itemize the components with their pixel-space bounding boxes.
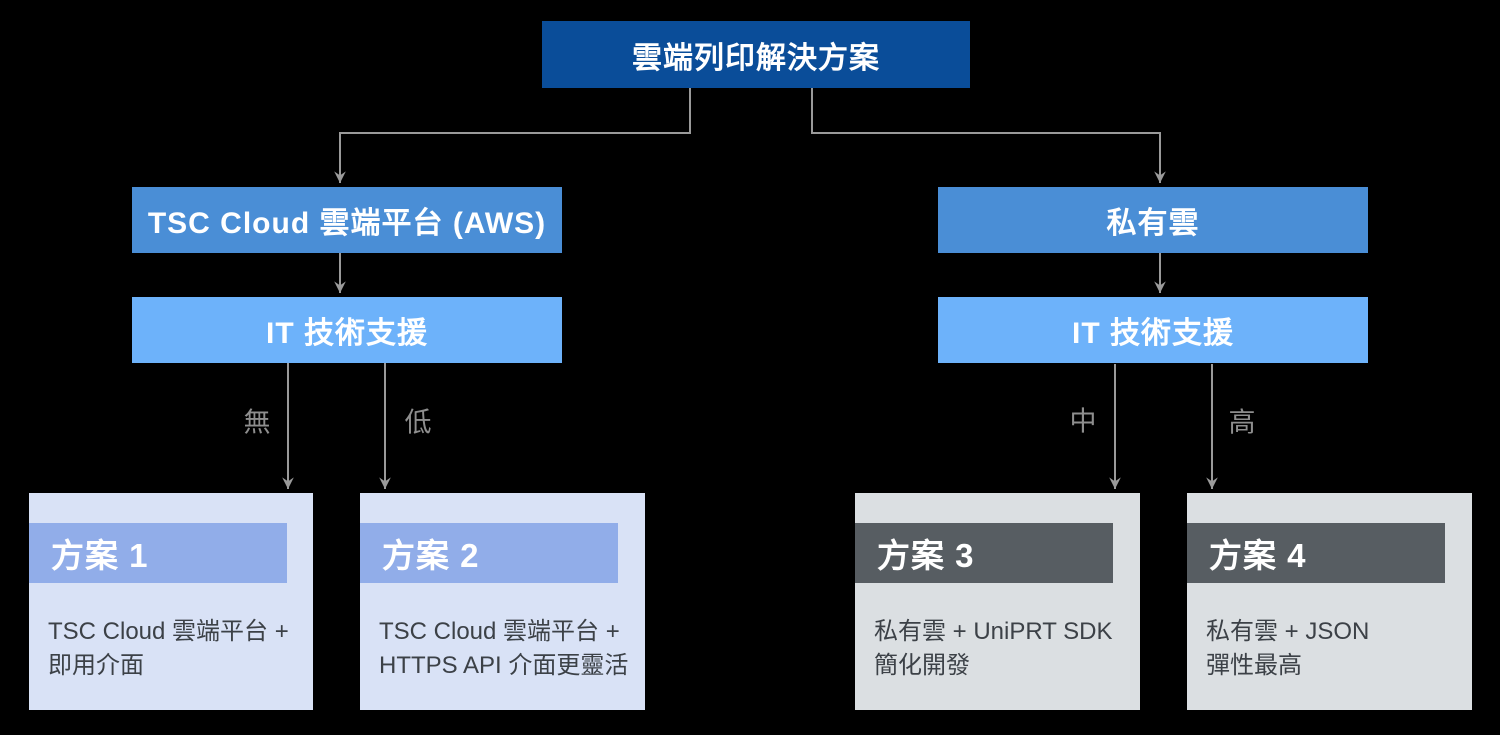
solution-card-3-title-band: 方案 3 [855, 523, 1113, 583]
solution-card-2-title: 方案 2 [382, 537, 480, 574]
solution-card-4-title: 方案 4 [1209, 537, 1307, 574]
solution-card-1-line1: TSC Cloud 雲端平台 + [48, 618, 289, 645]
solution-card-3-line1: 私有雲 + UniPRT SDK [874, 618, 1113, 645]
solution-card-2-line2: HTTPS API 介面更靈活 [379, 652, 629, 679]
solution-card-3: 方案 3 私有雲 + UniPRT SDK 簡化開發 [855, 493, 1140, 710]
solution-card-3-title: 方案 3 [877, 537, 975, 574]
solution-card-1-title-band: 方案 1 [29, 523, 287, 583]
solution-card-4: 方案 4 私有雲 + JSON 彈性最高 [1187, 493, 1472, 710]
solution-card-4-description: 私有雲 + JSON 彈性最高 [1206, 615, 1462, 683]
right-it-support-node: IT 技術支援 [938, 297, 1368, 363]
solution-card-1-description: TSC Cloud 雲端平台 + 即用介面 [48, 615, 303, 683]
left-it-support-label: IT 技術支援 [266, 317, 428, 350]
root-node-label: 雲端列印解決方案 [632, 41, 880, 75]
solution-card-1-line2: 即用介面 [48, 652, 144, 679]
solution-card-3-description: 私有雲 + UniPRT SDK 簡化開發 [874, 615, 1130, 683]
solution-card-2-title-band: 方案 2 [360, 523, 618, 583]
right-platform-label: 私有雲 [1106, 207, 1200, 240]
solution-card-4-title-band: 方案 4 [1187, 523, 1445, 583]
root-node: 雲端列印解決方案 [542, 21, 970, 88]
edge-label-high: 高 [1228, 407, 1256, 438]
solution-card-1-title: 方案 1 [51, 537, 149, 574]
solution-card-4-line2: 彈性最高 [1206, 652, 1302, 679]
solution-card-2-line1: TSC Cloud 雲端平台 + [379, 618, 620, 645]
right-it-support-label: IT 技術支援 [1072, 317, 1234, 350]
edge-root-to-right-platform [811, 88, 1166, 183]
edge-label-low: 低 [404, 407, 432, 438]
solution-card-3-line2: 簡化開發 [874, 652, 970, 679]
solution-card-2: 方案 2 TSC Cloud 雲端平台 + HTTPS API 介面更靈活 [360, 493, 645, 710]
solution-card-1: 方案 1 TSC Cloud 雲端平台 + 即用介面 [29, 493, 313, 710]
edge-label-none: 無 [243, 407, 271, 438]
left-platform-label: TSC Cloud 雲端平台 (AWS) [147, 207, 547, 240]
edge-root-to-left-platform [334, 88, 691, 183]
solution-card-2-description: TSC Cloud 雲端平台 + HTTPS API 介面更靈活 [379, 615, 635, 683]
left-it-support-node: IT 技術支援 [132, 297, 562, 363]
solution-card-4-line1: 私有雲 + JSON [1206, 618, 1370, 645]
right-platform-node: 私有雲 [938, 187, 1368, 253]
edge-label-medium: 中 [1069, 406, 1097, 437]
left-platform-node: TSC Cloud 雲端平台 (AWS) [132, 187, 562, 253]
